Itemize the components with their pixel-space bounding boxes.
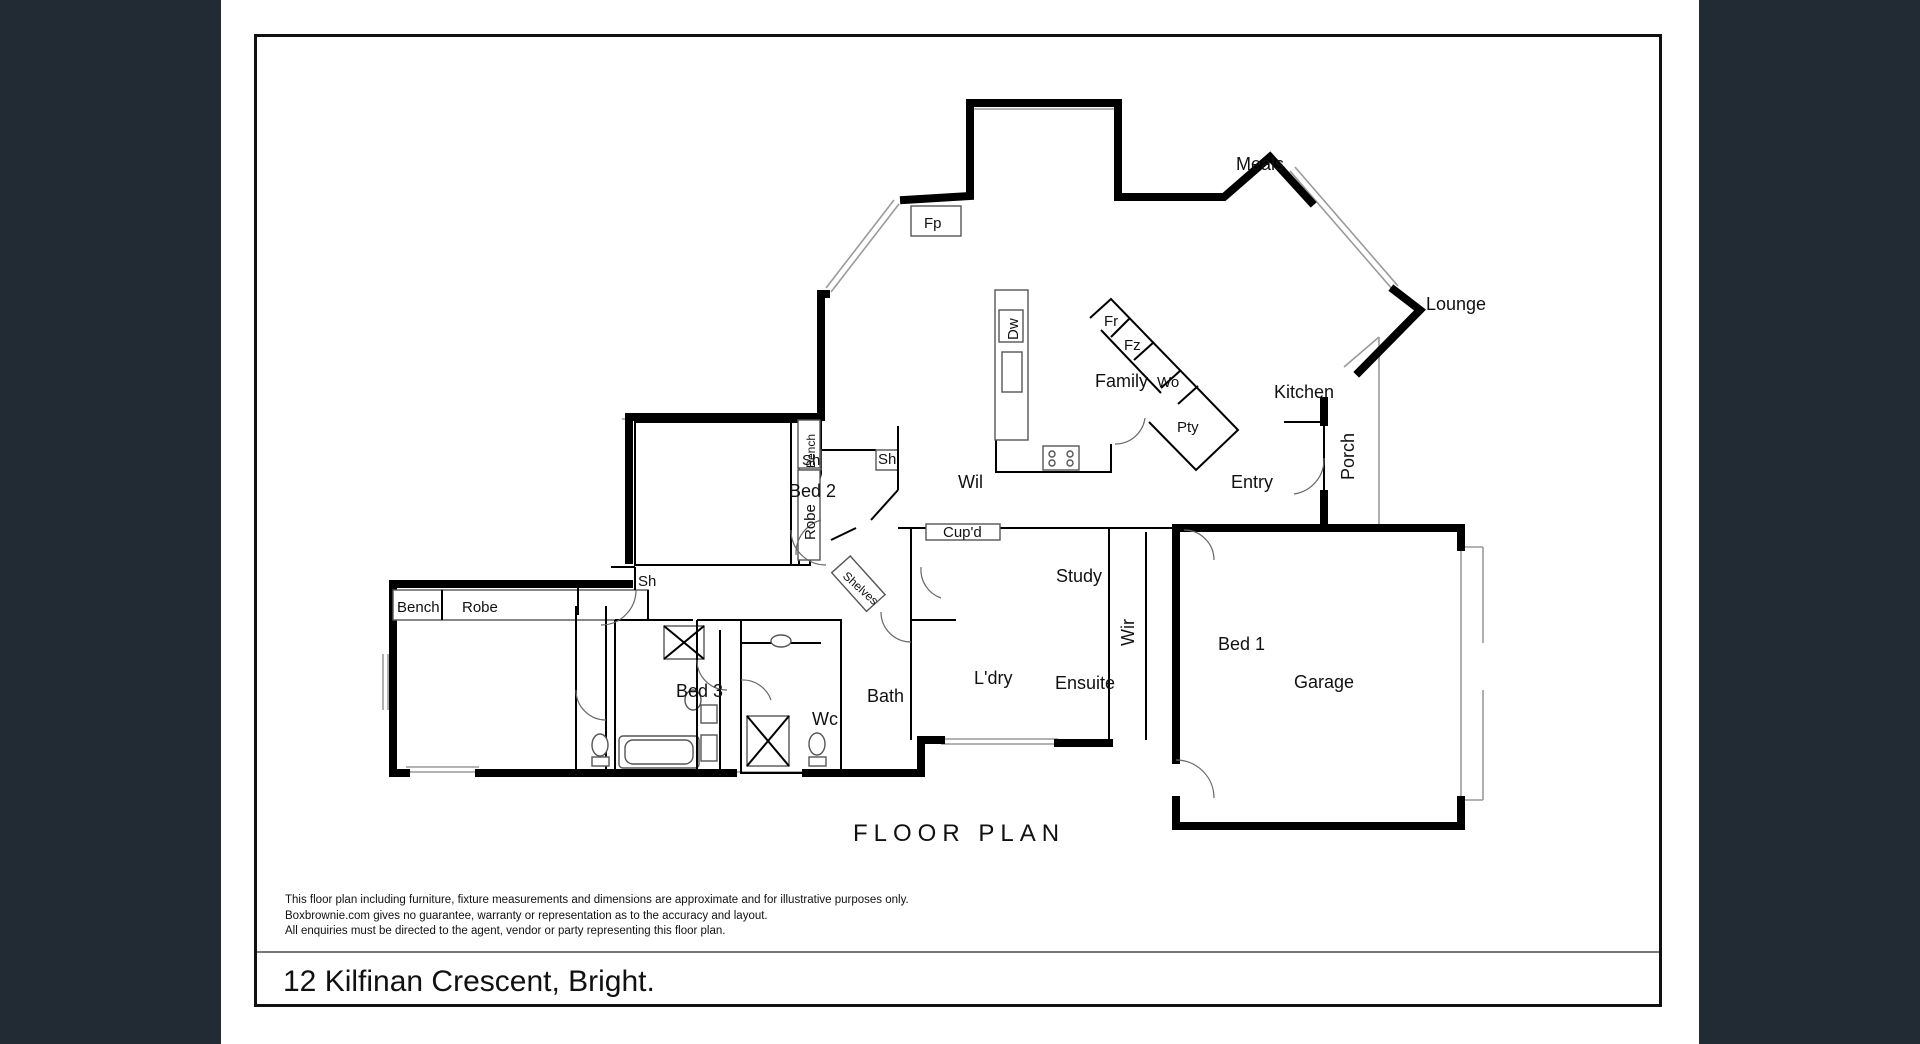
fixture-label-dw: Dw [1005,318,1022,340]
disclaimer: This floor plan including furniture, fix… [285,893,909,940]
room-label-kitchen: Kitchen [1274,382,1334,402]
fixture-label-bench-bed2: Bench [804,434,818,468]
disclaimer-line: All enquiries must be directed to the ag… [285,925,726,937]
fixture-label-fp: Fp [924,215,942,232]
room-label-study: Study [1056,566,1102,586]
room-label-laundry: L'dry [974,668,1012,688]
floor-plan-sheet: Meals Lounge Family Kitchen Entry Porch … [221,0,1699,1044]
fixture-label-robe-bed2: Robe [802,504,819,540]
room-label-meals: Meals [1236,154,1284,174]
fixture-label-cupd: Cup'd [943,524,982,541]
fixture-label-fr: Fr [1104,313,1118,330]
footer-divider [257,951,1659,953]
floor-plan-title: FLOOR PLAN [853,820,1065,847]
room-label-bed1: Bed 1 [1218,634,1265,654]
fixture-label-sh-wil-right: Sh [878,451,896,468]
room-label-ensuite: Ensuite [1055,673,1115,693]
room-label-porch: Porch [1338,433,1358,480]
room-label-lounge: Lounge [1426,294,1486,314]
disclaimer-line: Boxbrownie.com gives no guarantee, warra… [285,909,768,922]
fixture-label-fz: Fz [1124,337,1141,354]
fixture-label-robe-bed3: Robe [462,599,498,616]
door-swings [575,417,1325,799]
room-label-wc: Wc [812,709,838,729]
room-label-bath: Bath [867,686,904,706]
walls [389,99,1465,830]
disclaimer-line: This floor plan including furniture, fix… [285,894,909,906]
fixture-label-sh-wil-left: Sh [802,452,820,469]
fixture-label-sh-bed3: Sh [638,573,656,590]
room-label-garage: Garage [1294,672,1354,692]
fixture-labels: Fp Dw Fr Fz Wo Pty Cup'd Bench Robe Sh S… [397,215,1199,616]
room-label-bed2: Bed 2 [789,481,836,501]
fixture-label-pty: Pty [1177,419,1199,436]
room-label-wil: Wil [958,472,983,492]
partitions [392,205,1325,774]
room-labels: Meals Lounge Family Kitchen Entry Porch … [676,154,1486,729]
room-label-entry: Entry [1231,472,1273,492]
plan-frame [254,34,1662,1007]
room-label-bed3: Bed 3 [676,681,723,701]
room-label-family: Family [1095,371,1148,391]
floor-plan-drawing: Meals Lounge Family Kitchen Entry Porch … [382,99,1486,847]
property-address: 12 Kilfinan Crescent, Bright. [283,965,655,998]
room-label-wir: Wir [1118,619,1138,646]
fixture-label-wo: Wo [1157,374,1179,391]
fixture-label-bench-bed3: Bench [397,599,440,616]
